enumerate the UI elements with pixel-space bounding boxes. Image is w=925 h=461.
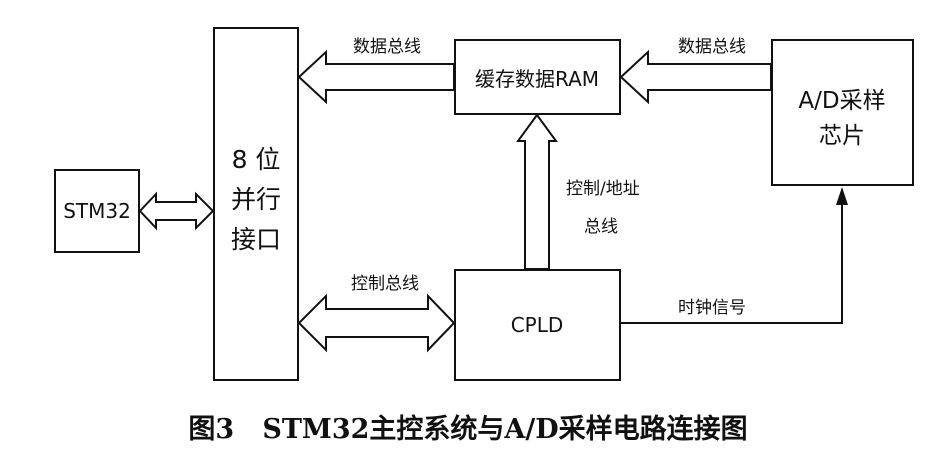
clock-arrowhead [836, 187, 848, 205]
clock-signal-label: 时钟信号 [678, 298, 746, 318]
cpld-label: CPLD [511, 313, 564, 337]
clock-signal-line [621, 187, 848, 324]
parallel-interface-label-line3: 接口 [231, 225, 281, 254]
figure-caption: 图3 STM32主控系统与A/D采样电路连接图 [188, 413, 747, 445]
control-bus-label: 控制总线 [351, 274, 419, 294]
stm32-label: STM32 [63, 199, 131, 223]
adc-chip-block: A/D采样 芯片 [771, 39, 914, 186]
data-bus-arrow-adc-to-ram [619, 49, 772, 105]
cpld-block: CPLD [454, 269, 621, 381]
parallel-interface-block: 8 位 并行 接口 [213, 27, 299, 381]
stm32-block: STM32 [54, 169, 140, 253]
ctrl-addr-bus-label-line1: 控制/地址 [566, 179, 640, 199]
data-bus-label-left: 数据总线 [353, 37, 421, 57]
stm32-parallel-bus-arrow [138, 191, 215, 231]
cache-ram-label: 缓存数据RAM [475, 67, 599, 91]
cache-ram-block: 缓存数据RAM [454, 39, 621, 115]
parallel-interface-label-line2: 并行 [231, 185, 281, 214]
data-bus-arrow-ram-to-interface [297, 49, 455, 105]
parallel-interface-label-line1: 8 位 [232, 145, 281, 174]
ctrl-addr-bus-label-line2: 总线 [584, 217, 618, 237]
ctrl-addr-bus-arrow [516, 113, 558, 270]
control-bus-arrow [297, 293, 456, 353]
adc-chip-label-line2: 芯片 [819, 123, 865, 149]
adc-chip-label-line1: A/D采样 [798, 88, 885, 114]
data-bus-label-right: 数据总线 [678, 37, 746, 57]
